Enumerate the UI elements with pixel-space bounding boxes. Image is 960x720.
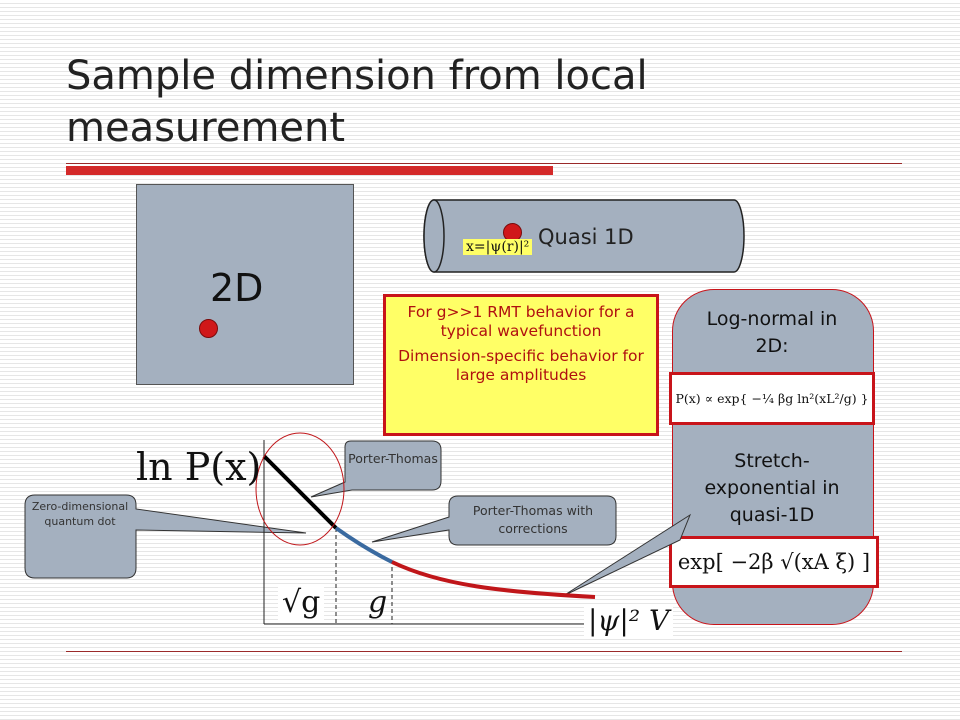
tick-label-g: g xyxy=(368,585,388,620)
sample-2d-square xyxy=(136,184,354,385)
curve-tail xyxy=(391,560,596,599)
lognormal-formula: P(x) ∝ exp{ −¼ βg ln²(xL²/g) } xyxy=(669,372,875,425)
zero-dim-label: Zero-dimensional quantum dot xyxy=(31,500,129,528)
small-amplitude-highlight xyxy=(255,432,345,546)
title-accent-bar xyxy=(66,166,553,175)
measurement-point-2d xyxy=(199,319,218,338)
label-quasi-1d: Quasi 1D xyxy=(538,225,634,249)
porter-thomas-corrections-callout xyxy=(371,495,617,546)
y-axis-label: ln P(x) xyxy=(136,445,262,489)
porter-thomas-label: Porter-Thomas xyxy=(348,451,438,466)
stretch-exponential-label: Stretch-exponential in quasi-1D xyxy=(704,450,840,526)
curve-porter-thomas xyxy=(262,454,338,530)
label-2d: 2D xyxy=(210,266,264,310)
footer-divider xyxy=(66,651,902,652)
lognormal-label: Log-normal in 2D: xyxy=(706,308,838,357)
zero-dim-callout xyxy=(24,494,307,579)
title-divider xyxy=(66,163,902,164)
porter-thomas-corrections-label: Porter-Thomas with corrections xyxy=(472,503,594,536)
tick-label-sqrt-g: √g xyxy=(278,585,325,620)
curve-porter-thomas-corrections xyxy=(334,526,393,564)
formula-x-definition: x=|ψ(r)|² xyxy=(463,239,533,255)
rmt-note-box: For g>>1 RMT behavior for a typical wave… xyxy=(383,294,659,436)
rmt-note-line-1: For g>>1 RMT behavior for a typical wave… xyxy=(407,303,635,340)
rmt-note-line-2: Dimension-specific behavior for large am… xyxy=(398,347,644,384)
x-axis-label: |ψ|² V xyxy=(584,604,674,637)
page-title: Sample dimension from local measurement xyxy=(66,53,648,151)
side-panel-pointer xyxy=(562,513,692,597)
stretch-exponential-formula: exp[ −2β √(xA ξ) ] xyxy=(669,536,879,588)
